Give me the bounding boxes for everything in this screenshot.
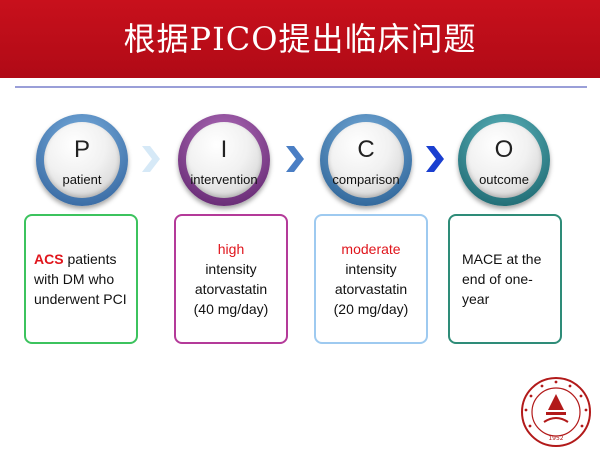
pico-letter-c: C: [357, 136, 375, 163]
title-bar: [0, 0, 600, 78]
pico-label-p: patient: [62, 172, 102, 187]
svg-text:1952: 1952: [548, 435, 563, 442]
title-divider: [15, 86, 587, 88]
highlight-moderate: moderate: [341, 241, 401, 257]
pico-box-comparison: moderate intensity atorvastatin (20 mg/d…: [314, 214, 428, 344]
highlight-high: high: [217, 241, 245, 257]
pico-letter-p: P: [73, 136, 90, 163]
pico-box-outcome: MACE at the end of one- year: [448, 214, 562, 344]
pico-label-o: outcome: [479, 172, 529, 187]
university-seal-icon: 1952: [521, 377, 591, 447]
pico-circle-p: P patient: [36, 114, 128, 206]
pico-box-patient: ACS patients with DM who underwent PCI: [24, 214, 138, 344]
pico-circle-o: O outcome: [458, 114, 550, 206]
slide-title: 根据PICO提出临床问题: [123, 20, 477, 58]
chevron-right-icon: [142, 146, 160, 172]
chevron-right-icon: [426, 146, 444, 172]
pico-label-i: intervention: [190, 172, 258, 187]
pico-letter-o: O: [494, 136, 514, 163]
pico-label-c: comparison: [332, 172, 400, 187]
chevron-right-icon: [286, 146, 304, 172]
pico-letter-i: I: [220, 136, 228, 163]
pico-box-intervention: high intensity atorvastatin (40 mg/day): [174, 214, 288, 344]
pico-circle-i: I intervention: [178, 114, 270, 206]
pico-circle-c: C comparison: [320, 114, 412, 206]
highlight-acs: ACS: [34, 251, 64, 267]
